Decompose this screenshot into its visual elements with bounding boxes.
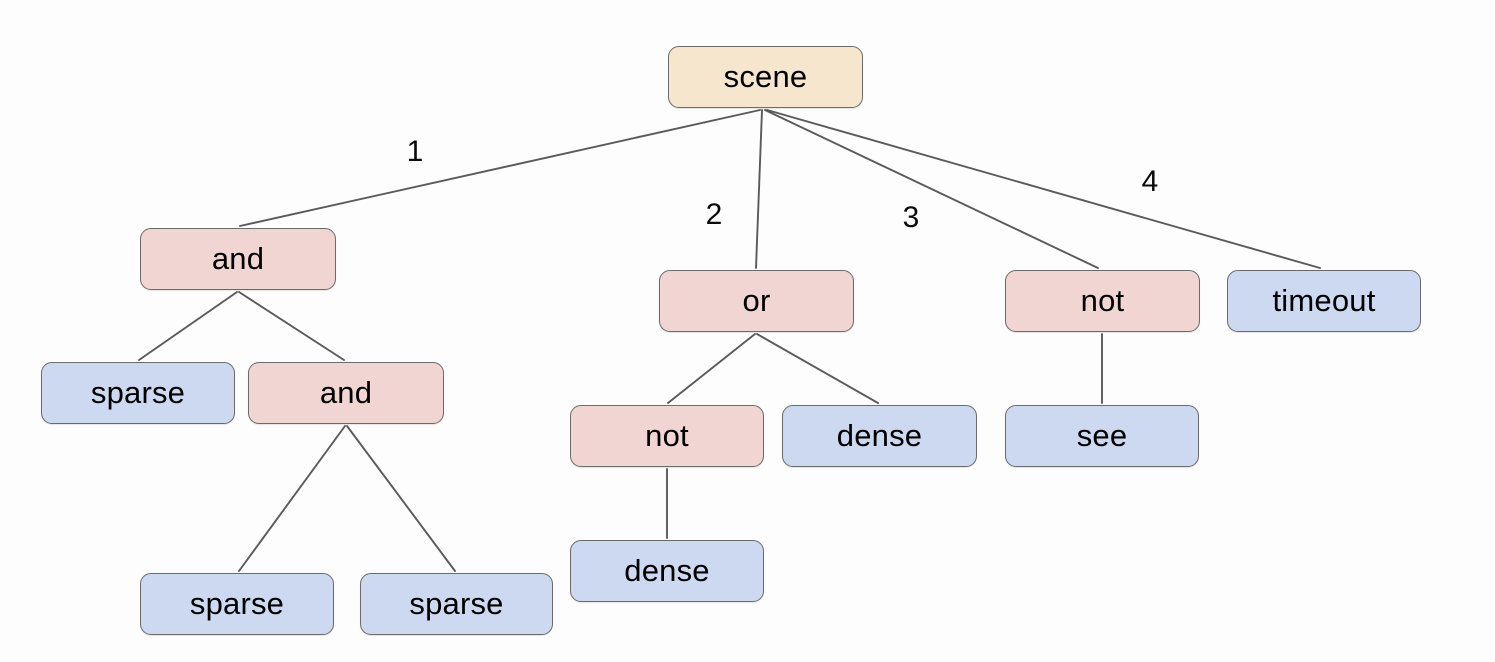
tree-edge xyxy=(346,425,456,572)
tree-edge xyxy=(755,109,763,269)
tree-node-label: see xyxy=(1076,417,1128,453)
tree-node-label: or xyxy=(742,282,771,318)
tree-edge xyxy=(238,291,345,361)
tree-edge xyxy=(764,109,1099,269)
tree-node-label: dense xyxy=(836,417,923,453)
tree-node-dense2[interactable]: dense xyxy=(570,540,764,602)
tree-edge xyxy=(138,291,238,361)
tree-node-not2[interactable]: not xyxy=(570,405,764,467)
tree-node-label: dense xyxy=(624,552,710,588)
tree-edge xyxy=(238,425,346,572)
tree-edge xyxy=(239,109,761,227)
tree-edge xyxy=(756,333,879,404)
tree-node-sparse1[interactable]: sparse xyxy=(41,362,235,424)
tree-node-label: not xyxy=(1080,282,1125,318)
tree-node-and2[interactable]: and xyxy=(248,362,444,424)
tree-node-timeout1[interactable]: timeout xyxy=(1227,270,1421,332)
tree-node-label: sparse xyxy=(409,585,504,621)
tree-node-label: and xyxy=(319,374,373,410)
tree-edge xyxy=(667,333,756,404)
tree-node-label: and xyxy=(211,240,265,276)
tree-node-or1[interactable]: or xyxy=(659,270,854,332)
tree-node-scene[interactable]: scene xyxy=(668,46,863,108)
tree-node-and1[interactable]: and xyxy=(140,228,336,290)
edge-label: 2 xyxy=(705,198,723,231)
tree-node-label: sparse xyxy=(189,585,285,621)
tree-node-label: sparse xyxy=(90,374,186,410)
edge-label: 3 xyxy=(902,201,920,234)
tree-node-sparse3[interactable]: sparse xyxy=(360,573,553,635)
tree-node-dense1[interactable]: dense xyxy=(782,405,977,467)
edge-label: 1 xyxy=(406,135,424,168)
tree-node-label: scene xyxy=(723,58,808,94)
tree-node-label: timeout xyxy=(1272,282,1376,318)
edge-label: 4 xyxy=(1141,165,1159,198)
tree-node-see1[interactable]: see xyxy=(1005,405,1199,467)
tree-edge xyxy=(766,109,1321,269)
tree-node-not1[interactable]: not xyxy=(1005,270,1200,332)
tree-node-sparse2[interactable]: sparse xyxy=(140,573,334,635)
tree-node-label: not xyxy=(645,417,689,453)
